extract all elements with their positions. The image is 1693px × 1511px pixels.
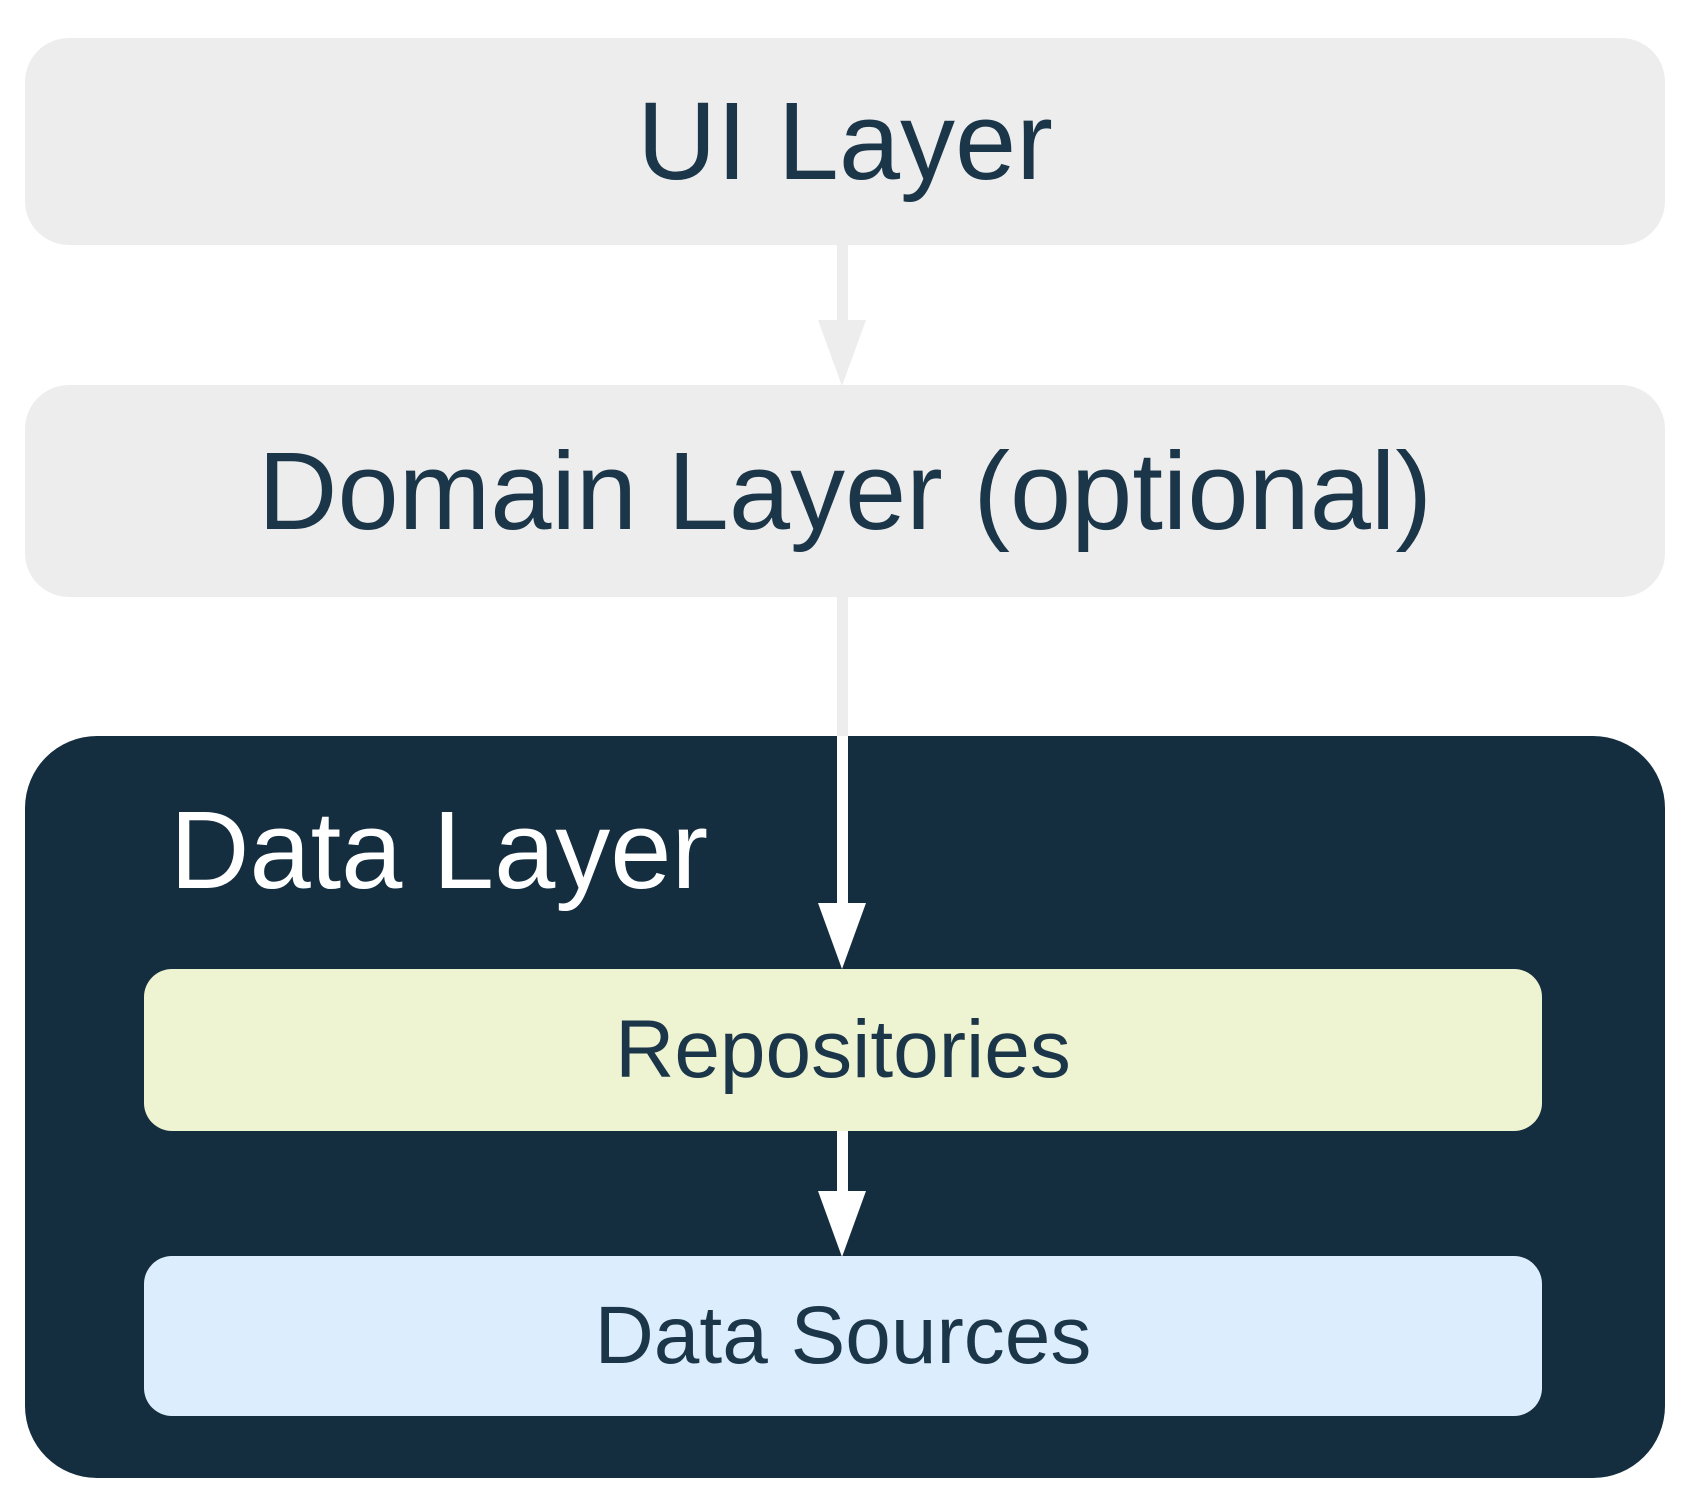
repositories-label: Repositories bbox=[615, 1004, 1071, 1095]
repositories-box: Repositories bbox=[144, 969, 1542, 1131]
arrow-shaft bbox=[836, 245, 848, 322]
arrow-shaft bbox=[836, 597, 848, 905]
arrow-head-icon bbox=[818, 1191, 866, 1257]
data-sources-label: Data Sources bbox=[594, 1290, 1092, 1381]
domain-layer-label: Domain Layer (optional) bbox=[258, 429, 1432, 553]
data-layer-label: Data Layer bbox=[170, 788, 709, 912]
arrow-shaft bbox=[836, 1131, 848, 1193]
arrow-ui-to-domain bbox=[818, 245, 866, 386]
arrow-head-icon bbox=[818, 903, 866, 969]
domain-layer-box: Domain Layer (optional) bbox=[25, 385, 1665, 597]
arrow-repositories-to-data-sources bbox=[818, 1131, 866, 1257]
arrow-domain-to-repositories bbox=[818, 597, 866, 969]
ui-layer-box: UI Layer bbox=[25, 38, 1665, 245]
data-sources-box: Data Sources bbox=[144, 1256, 1542, 1416]
arrow-head-icon bbox=[818, 320, 866, 386]
ui-layer-label: UI Layer bbox=[637, 80, 1053, 203]
